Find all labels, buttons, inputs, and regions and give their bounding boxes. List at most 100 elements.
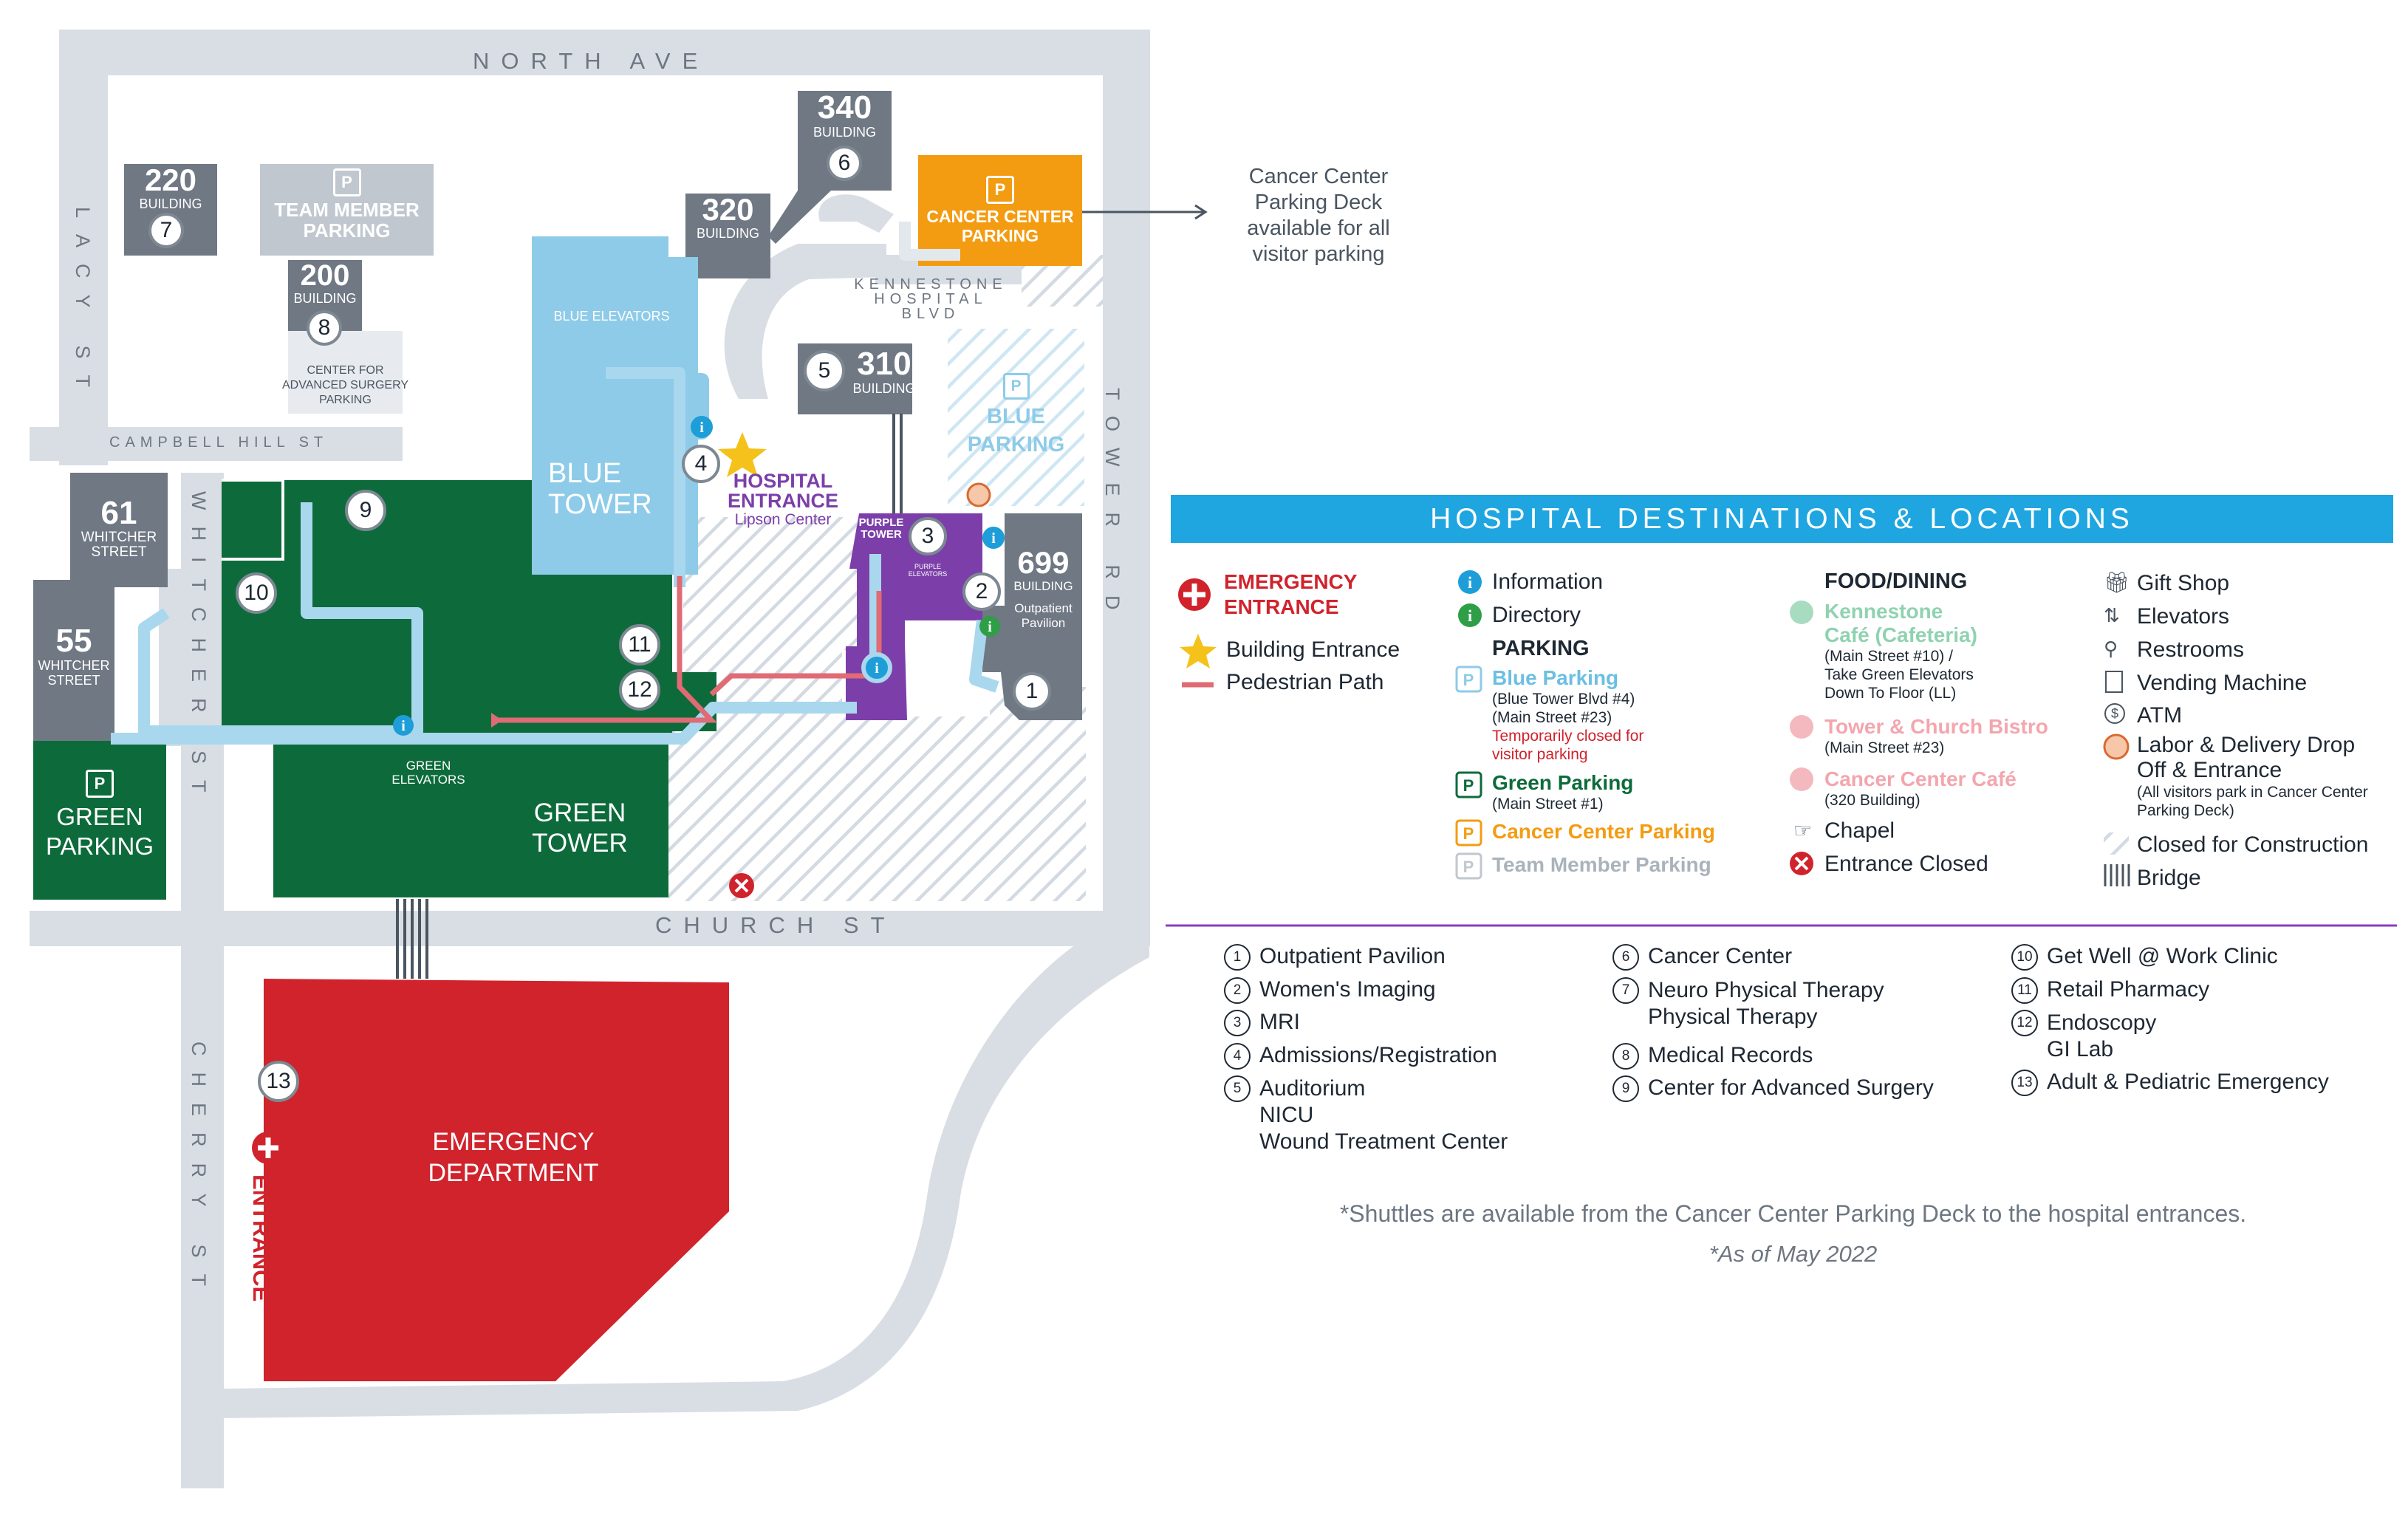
north-ave-road [59, 30, 1149, 75]
blue-tower-block [532, 236, 698, 575]
legend-building-entrance: Building Entrance [1226, 637, 1400, 662]
legend-directory: Directory [1492, 603, 1581, 627]
building-220-label[interactable]: 220 BUILDING [139, 163, 202, 212]
pedestrian-path-arrow [491, 713, 502, 728]
green-tower-label: GREEN TOWER [532, 798, 628, 858]
pedestrian-path-east [709, 591, 882, 697]
legend-gift-shop: Gift Shop [2137, 571, 2230, 595]
legend-entrance-closed: Entrance Closed [1824, 852, 1988, 876]
building-55-label[interactable]: 55 WHITCHER STREET [38, 623, 110, 688]
team-member-parking-block [260, 164, 434, 256]
team-member-parking-label[interactable]: P TEAM MEMBER PARKING [260, 168, 434, 241]
legend-cafe2: Tower & Church Bistro (Main Street #23) [1824, 715, 2048, 756]
dest-marker-9[interactable]: 9 [345, 490, 386, 531]
dest-marker-1[interactable]: 1 [1013, 672, 1051, 711]
dest-marker-4[interactable]: 4 [682, 445, 720, 483]
legend-team-parking-icon [1455, 852, 1482, 880]
legend-information: Information [1492, 569, 1604, 594]
dest-marker-11[interactable]: 11 [619, 624, 660, 666]
legend-cafe1-icon [1790, 601, 1813, 624]
pedestrian-path [491, 576, 718, 723]
labor-delivery-marker [966, 482, 991, 507]
advanced-surgery-parking-label: CENTER FOR ADVANCED SURGERY PARKING [282, 364, 408, 406]
green-parking-p-icon: P [86, 770, 114, 798]
dest-marker-10[interactable]: 10 [236, 572, 277, 614]
dest-marker-7[interactable]: 7 [148, 213, 184, 248]
building-310-label[interactable]: 310 BUILDING [852, 346, 916, 397]
dest-marker-2[interactable]: 2 [962, 572, 1001, 611]
building-55 [33, 580, 114, 741]
legend-food-head: FOOD/DINING [1824, 569, 1968, 593]
svg-text:i: i [988, 619, 992, 635]
building-320-label[interactable]: 320 BUILDING [696, 192, 760, 242]
svg-text:i: i [991, 530, 996, 547]
lacy-st-road [59, 30, 108, 465]
hospital-entrance-star [718, 432, 767, 477]
legend-labor-icon [2103, 733, 2130, 760]
cancer-parking-callout: Cancer Center Parking Deck available for… [1247, 165, 1390, 266]
whitcher-spur [159, 569, 181, 746]
dest-marker-12[interactable]: 12 [619, 669, 660, 711]
dest-marker-13[interactable]: 13 [258, 1061, 299, 1102]
dest-marker-8[interactable]: 8 [307, 310, 342, 346]
dest-marker-5[interactable]: 5 [804, 350, 845, 391]
hospital-entrance-label[interactable]: HOSPITAL ENTRANCE Lipson Center [728, 470, 839, 529]
legend-elevators: Elevators [2137, 604, 2230, 629]
green-parking-label[interactable]: P GREEN PARKING [33, 770, 166, 861]
construction-area-main [668, 517, 1086, 901]
gift-icon: 🎁︎ [2104, 571, 2130, 594]
legend-star-icon [1180, 634, 1217, 668]
building-200-label[interactable]: 200 BUILDING [293, 259, 357, 306]
chapel-icon: ☞ [1793, 819, 1813, 842]
legend-green-parking-icon [1455, 771, 1482, 798]
blue-tower-label: BLUE TOWER [548, 458, 652, 520]
legend-banner [1171, 495, 2393, 543]
svg-text:P: P [1463, 824, 1474, 843]
church-st-label: CHURCH ST [655, 912, 897, 938]
legend-atm: ATM [2137, 703, 2183, 728]
lacy-st-label: LACY ST [72, 207, 94, 404]
building-699-label[interactable]: 699 BUILDING Outpatient Pavilion [1013, 545, 1073, 631]
loop-road-west [724, 244, 886, 399]
blue-parking-label[interactable]: P BLUE PARKING [948, 373, 1084, 459]
legend-emergency-label: EMERGENCY ENTRANCE [1224, 570, 1357, 618]
building-340-label[interactable]: 340 BUILDING [813, 89, 877, 140]
curved-road [222, 934, 1149, 1418]
legend-cancer-parking: Cancer Center Parking [1492, 820, 1715, 843]
info-markers [393, 416, 1005, 736]
cherry-st-label: CHERRY ST [188, 1041, 210, 1303]
cancer-center-parking-block [918, 155, 1082, 266]
cancer-parking-p-icon: P [986, 176, 1014, 204]
team-parking-p-icon: P [332, 168, 361, 196]
green-tower-inner-outline [222, 479, 284, 561]
shuttle-note: *Shuttles are available from the Cancer … [1339, 1200, 2247, 1227]
dest-marker-3[interactable]: 3 [909, 517, 947, 555]
tower-rd-label: TOWER RD [1101, 388, 1123, 626]
building-699 [982, 513, 1082, 720]
legend-title: HOSPITAL DESTINATIONS & LOCATIONS [1430, 503, 2134, 535]
elevator-icon: ⇅ [2104, 604, 2120, 626]
cancer-center-parking-label[interactable]: P CANCER CENTER PARKING [918, 176, 1082, 245]
legend-bridge-icon [2104, 864, 2130, 886]
svg-text:P: P [1463, 776, 1474, 795]
building-61-label[interactable]: 61 WHITCHER STREET [81, 495, 157, 560]
legend-blue-parking-icon [1455, 666, 1482, 693]
dest-marker-6[interactable]: 6 [827, 146, 862, 181]
entrance-closed-x [734, 878, 749, 893]
svg-text:i: i [875, 660, 879, 677]
callout-arrow-head [1194, 204, 1208, 220]
legend-construction-icon [2104, 832, 2129, 855]
